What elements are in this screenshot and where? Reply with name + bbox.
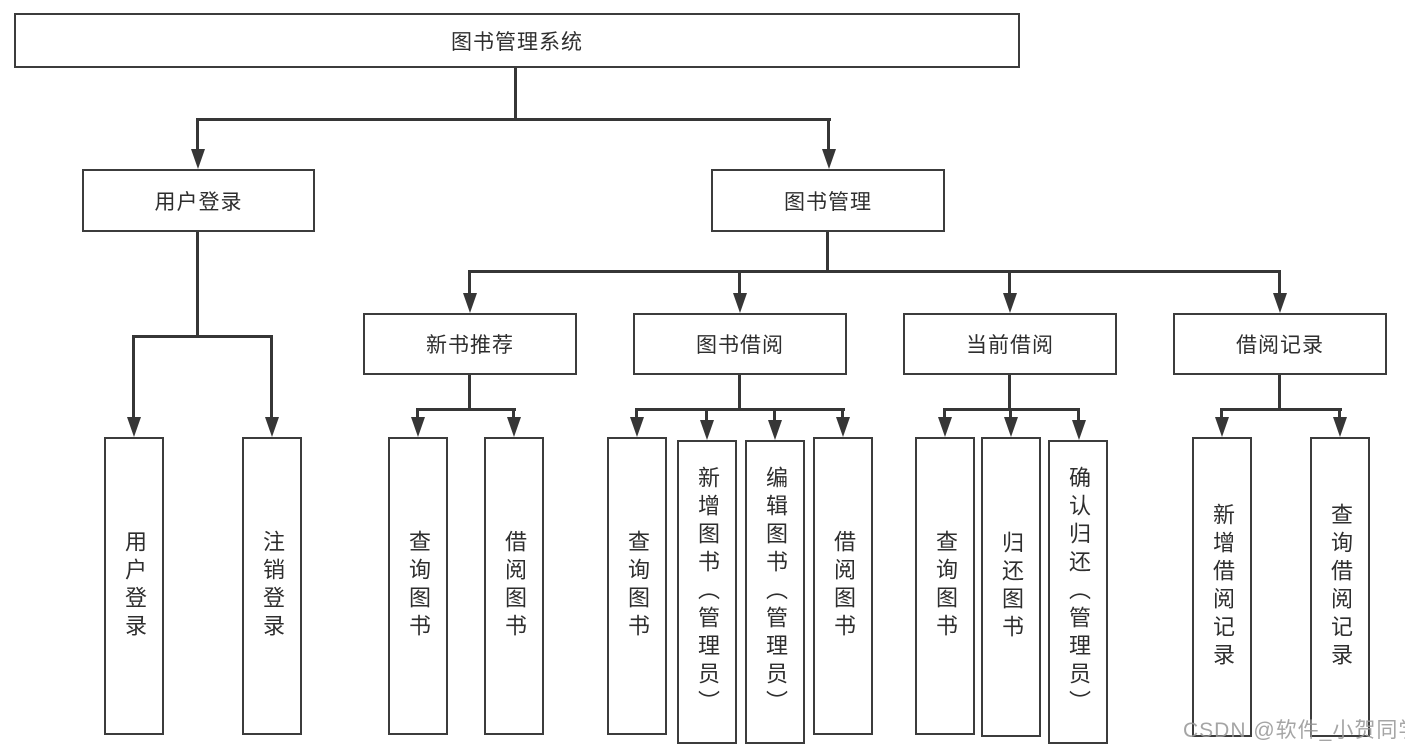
leaf-edit-book-admin: 编辑图书（管理员） — [745, 440, 805, 744]
arrow-down-icon — [733, 293, 747, 313]
leaf-query-books-borrowing-label: 查询图书 — [625, 530, 650, 642]
leaf-query-books-borrowing: 查询图书 — [607, 437, 667, 735]
leaf-return-books-label: 归还图书 — [999, 531, 1024, 643]
connector-line — [196, 118, 831, 121]
leaf-logout: 注销登录 — [242, 437, 302, 735]
leaf-borrow-books-borrowing-label: 借阅图书 — [831, 530, 856, 642]
leaf-borrow-books-recommend: 借阅图书 — [484, 437, 544, 735]
connector-line — [1220, 408, 1342, 411]
connector-line — [841, 410, 844, 421]
leaf-user-login: 用户登录 — [104, 437, 164, 735]
arrow-down-icon — [191, 149, 205, 169]
connector-line — [738, 375, 741, 408]
arrow-down-icon — [1004, 417, 1018, 437]
connector-line — [1077, 410, 1080, 424]
leaf-add-book-admin: 新增图书（管理员） — [677, 440, 737, 744]
leaf-query-books-current: 查询图书 — [915, 437, 975, 735]
connector-line — [1009, 410, 1012, 421]
arrow-down-icon — [1333, 417, 1347, 437]
node-book-borrowing-label: 图书借阅 — [696, 334, 784, 357]
connector-line — [1278, 272, 1281, 296]
leaf-query-borrow-record-label: 查询借阅记录 — [1328, 503, 1353, 671]
leaf-return-books: 归还图书 — [981, 437, 1041, 737]
node-new-book-recommendation-label: 新书推荐 — [426, 334, 514, 357]
arrow-down-icon — [768, 420, 782, 440]
leaf-confirm-return-admin-label: 确认归还（管理员） — [1066, 466, 1091, 718]
leaf-query-books-recommend: 查询图书 — [388, 437, 448, 735]
connector-line — [943, 410, 946, 421]
arrow-down-icon — [463, 293, 477, 313]
arrow-down-icon — [822, 149, 836, 169]
connector-line — [468, 375, 471, 408]
connector-line — [1008, 375, 1011, 408]
node-user-login: 用户登录 — [82, 169, 315, 232]
arrow-down-icon — [1072, 420, 1086, 440]
connector-line — [416, 408, 516, 411]
connector-line — [635, 410, 638, 421]
connector-line — [827, 120, 830, 153]
leaf-query-books-recommend-label: 查询图书 — [406, 530, 431, 642]
node-book-borrowing: 图书借阅 — [633, 313, 847, 375]
connector-line — [196, 232, 199, 335]
arrow-down-icon — [1273, 293, 1287, 313]
node-current-borrowing-label: 当前借阅 — [966, 334, 1054, 357]
leaf-add-borrow-record: 新增借阅记录 — [1192, 437, 1252, 737]
arrow-down-icon — [507, 417, 521, 437]
arrow-down-icon — [1215, 417, 1229, 437]
node-book-management-label: 图书管理 — [784, 190, 872, 214]
arrow-down-icon — [411, 417, 425, 437]
leaf-logout-label: 注销登录 — [260, 530, 285, 642]
connector-line — [705, 410, 708, 424]
node-borrowing-records-label: 借阅记录 — [1236, 334, 1324, 357]
arrow-down-icon — [127, 417, 141, 437]
connector-line — [270, 337, 273, 421]
leaf-borrow-books-borrowing: 借阅图书 — [813, 437, 873, 735]
node-root-label: 图书管理系统 — [451, 30, 583, 54]
leaf-query-books-current-label: 查询图书 — [933, 530, 958, 642]
connector-line — [132, 337, 135, 421]
connector-line — [1278, 375, 1281, 408]
leaf-edit-book-admin-label: 编辑图书（管理员） — [763, 466, 788, 718]
node-user-login-label: 用户登录 — [154, 190, 243, 214]
connector-line — [738, 272, 741, 296]
leaf-query-borrow-record: 查询借阅记录 — [1310, 437, 1370, 737]
leaf-borrow-books-recommend-label: 借阅图书 — [502, 530, 527, 642]
connector-line — [468, 272, 471, 296]
leaf-user-login-label: 用户登录 — [122, 530, 147, 642]
connector-line — [1220, 410, 1223, 421]
arrow-down-icon — [938, 417, 952, 437]
node-book-management: 图书管理 — [711, 169, 945, 232]
connector-line — [196, 120, 199, 153]
connector-line — [1008, 272, 1011, 296]
watermark: CSDN @软件_小贺同学 — [1183, 719, 1405, 742]
connector-line — [512, 410, 515, 421]
connector-line — [1338, 410, 1341, 421]
connector-line — [773, 410, 776, 424]
arrow-down-icon — [265, 417, 279, 437]
node-new-book-recommendation: 新书推荐 — [363, 313, 577, 375]
leaf-add-borrow-record-label: 新增借阅记录 — [1210, 503, 1235, 671]
arrow-down-icon — [836, 417, 850, 437]
node-current-borrowing: 当前借阅 — [903, 313, 1117, 375]
leaf-confirm-return-admin: 确认归还（管理员） — [1048, 440, 1108, 744]
arrow-down-icon — [700, 420, 714, 440]
connector-line — [943, 408, 1080, 411]
leaf-add-book-admin-label: 新增图书（管理员） — [695, 466, 720, 718]
node-borrowing-records: 借阅记录 — [1173, 313, 1387, 375]
connector-line — [826, 232, 829, 272]
arrow-down-icon — [1003, 293, 1017, 313]
connector-line — [416, 410, 419, 421]
connector-line — [635, 408, 845, 411]
node-root: 图书管理系统 — [14, 13, 1020, 68]
connector-line — [514, 68, 517, 120]
connector-line — [132, 335, 273, 338]
connector-line — [468, 270, 1281, 273]
arrow-down-icon — [630, 417, 644, 437]
